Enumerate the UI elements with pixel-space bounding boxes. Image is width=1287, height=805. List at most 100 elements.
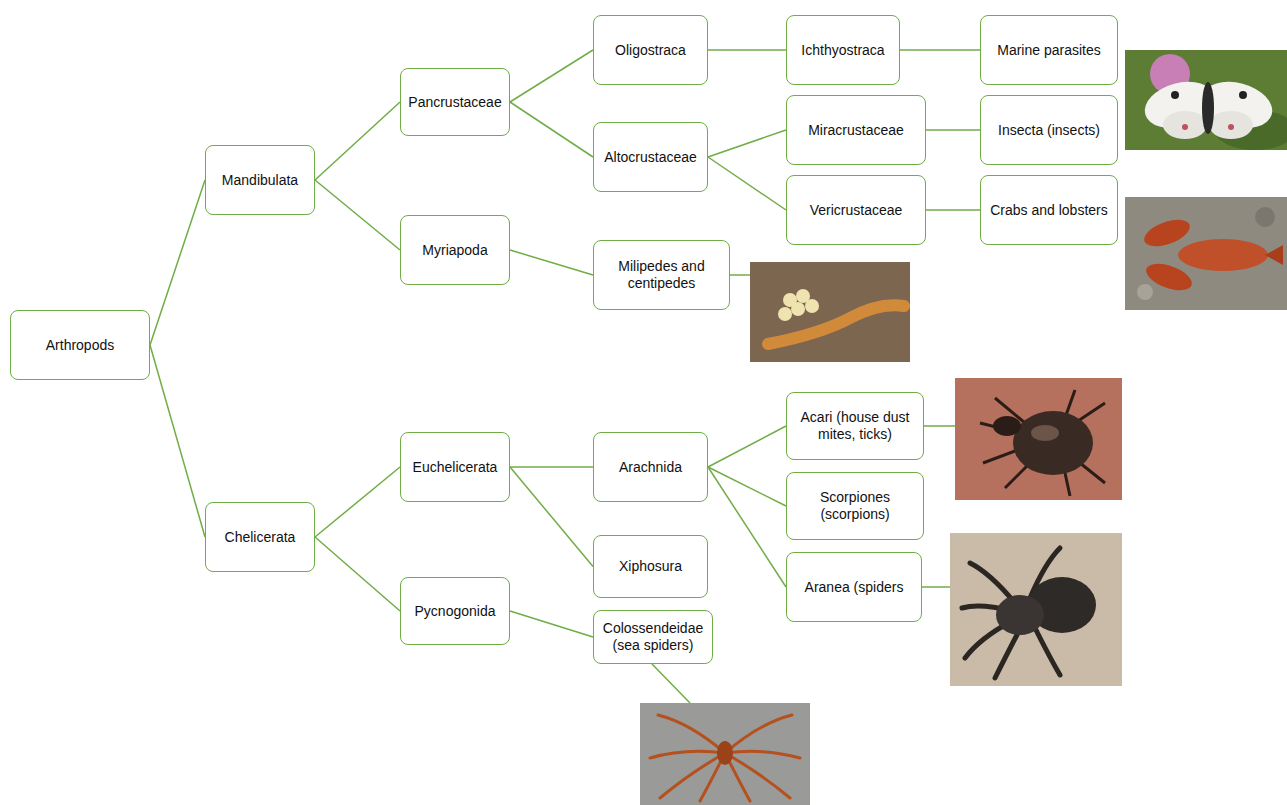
taxon-box: Oligostraca	[593, 15, 708, 85]
egg	[805, 299, 819, 313]
wing-spot	[1239, 91, 1247, 99]
taxon-label: Aranea (spiders	[805, 579, 904, 596]
tree-connector	[708, 130, 786, 157]
tree-connector	[315, 467, 400, 537]
photo-ground	[640, 703, 810, 805]
tree-connector	[510, 467, 593, 567]
tree-connector	[510, 466, 593, 468]
tail	[1265, 245, 1283, 265]
photo-ground	[955, 378, 1122, 500]
taxon-label: Miracrustaceae	[808, 122, 904, 139]
taxon-label: Oligostraca	[615, 42, 686, 59]
taxon-label: Euchelicerata	[413, 459, 498, 476]
tree-connector	[708, 49, 786, 51]
tree-connector	[510, 611, 593, 637]
tree-connector	[708, 467, 786, 506]
taxon-box: Pancrustaceae	[400, 68, 510, 136]
taxon-box: Marine parasites	[980, 15, 1118, 85]
butterfly-photo	[1125, 50, 1287, 150]
tick-legs	[980, 390, 1105, 496]
taxon-box: Altocrustaceae	[593, 122, 708, 192]
leader-line	[728, 274, 750, 276]
photo-ground	[1125, 197, 1287, 310]
egg	[778, 307, 792, 321]
tick-head	[993, 416, 1021, 436]
taxon-label: Crabs and lobsters	[990, 202, 1108, 219]
leader-line	[922, 425, 955, 427]
tick-photo	[955, 378, 1122, 500]
taxon-box: Arachnida	[593, 432, 708, 502]
spider-photo	[950, 533, 1122, 686]
tree-connector	[708, 426, 786, 467]
wing-spot	[1171, 91, 1179, 99]
taxon-box: Mandibulata	[205, 145, 315, 215]
crayfish-body	[1178, 239, 1268, 271]
taxon-label: Arachnida	[619, 459, 682, 476]
taxon-box: Euchelicerata	[400, 432, 510, 502]
taxon-box: Xiphosura	[593, 535, 708, 598]
tree-connector	[926, 129, 980, 131]
centipede-photo	[750, 262, 910, 362]
taxon-box: Miracrustaceae	[786, 95, 926, 165]
taxon-box: Myriapoda	[400, 215, 510, 285]
tick-shine	[1031, 425, 1059, 441]
tree-connector	[900, 49, 980, 51]
claw	[1141, 214, 1194, 251]
egg	[791, 302, 805, 316]
taxon-label: Xiphosura	[619, 558, 682, 575]
taxon-box: Arthropods	[10, 310, 150, 380]
taxon-label: Ichthyostraca	[801, 42, 884, 59]
tree-connector	[150, 180, 205, 345]
tree-connector	[926, 209, 980, 211]
taxon-label: Milipedes and centipedes	[600, 258, 723, 292]
tick-body	[1013, 411, 1093, 475]
taxon-label: Scorpiones (scorpions)	[793, 489, 917, 523]
tree-connector	[510, 250, 593, 275]
taxon-box: Pycnogonida	[400, 577, 510, 645]
taxon-box: Insecta (insects)	[980, 95, 1118, 165]
taxon-label: Pycnogonida	[415, 603, 496, 620]
taxon-label: Arthropods	[46, 337, 114, 354]
wing-spot	[1228, 124, 1234, 130]
taxon-label: Altocrustaceae	[604, 149, 697, 166]
wing	[1209, 111, 1253, 139]
photo-ground	[750, 262, 910, 362]
taxon-box: Scorpiones (scorpions)	[786, 472, 924, 540]
taxon-box: Chelicerata	[205, 502, 315, 572]
tree-connector	[315, 102, 400, 180]
tree-connector	[510, 102, 593, 157]
sea-spider-body	[717, 741, 733, 765]
wing	[1163, 111, 1207, 139]
body	[1202, 82, 1214, 134]
taxon-box: Acari (house dust mites, ticks)	[786, 392, 924, 460]
tree-connector	[315, 180, 400, 250]
taxon-box: Ichthyostraca	[786, 15, 900, 85]
taxon-box: Colossendeidae (sea spiders)	[593, 610, 713, 664]
taxon-box: Crabs and lobsters	[980, 175, 1118, 245]
taxon-box: Milipedes and centipedes	[593, 240, 730, 310]
tree-connector	[315, 537, 400, 611]
claw	[1143, 258, 1196, 295]
taxon-box: Vericrustaceae	[786, 175, 926, 245]
sea-spider-photo	[640, 703, 810, 805]
centipede-body	[768, 305, 904, 344]
tree-connector	[510, 50, 593, 102]
pebble	[1137, 284, 1153, 300]
tree-connector	[150, 345, 205, 537]
leader-line	[922, 586, 950, 588]
photo-ground	[950, 533, 1122, 686]
tree-connector	[708, 467, 786, 587]
taxon-label: Myriapoda	[422, 242, 487, 259]
crayfish-photo	[1125, 197, 1287, 310]
sea-spider-legs	[650, 715, 800, 801]
taxon-label: Chelicerata	[225, 529, 296, 546]
taxon-label: Marine parasites	[997, 42, 1101, 59]
taxon-label: Mandibulata	[222, 172, 298, 189]
spider-head	[996, 595, 1044, 635]
tree-connector	[708, 157, 786, 210]
taxon-box: Aranea (spiders	[786, 552, 922, 622]
leader-line	[652, 664, 690, 703]
taxon-label: Colossendeidae (sea spiders)	[600, 620, 706, 654]
taxon-label: Insecta (insects)	[998, 122, 1100, 139]
